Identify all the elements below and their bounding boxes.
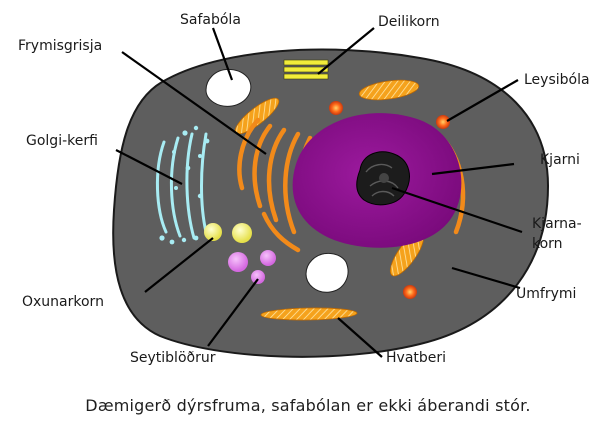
label-frymisgrisja: Frymisgrisja [18,38,102,54]
label-kjarnakorn-line1: Kjarna- [532,216,582,232]
label-seytiblodrur: Seytiblöðrur [130,350,216,366]
vesicle-2 [260,250,276,266]
lysosome-2 [436,115,450,129]
label-kjarni: Kjarni [540,152,580,168]
label-kjarnakorn-line2: korn [532,236,563,252]
vesicle-1 [228,252,248,272]
label-deilikorn: Deilikorn [378,14,440,30]
peroxisome-2 [232,223,252,243]
label-umfrymi: Umfrymi [516,286,576,302]
lysosome-3 [403,285,417,299]
label-golgi: Golgi-kerfi [26,133,98,149]
vacuole-top [206,69,251,106]
centriole [284,60,328,79]
label-oxunarkorn: Oxunarkorn [22,294,104,310]
vacuole-bottom [306,253,348,292]
label-hvatberi: Hvatberi [386,350,446,366]
lysosome-1 [329,101,343,115]
nucleolus [357,152,410,205]
vesicle-3 [251,270,265,284]
label-safabola: Safabóla [180,12,241,28]
label-leysibola: Leysibóla [524,72,590,88]
diagram-caption: Dæmigerð dýrsfruma, safabólan er ekki áb… [0,396,616,415]
